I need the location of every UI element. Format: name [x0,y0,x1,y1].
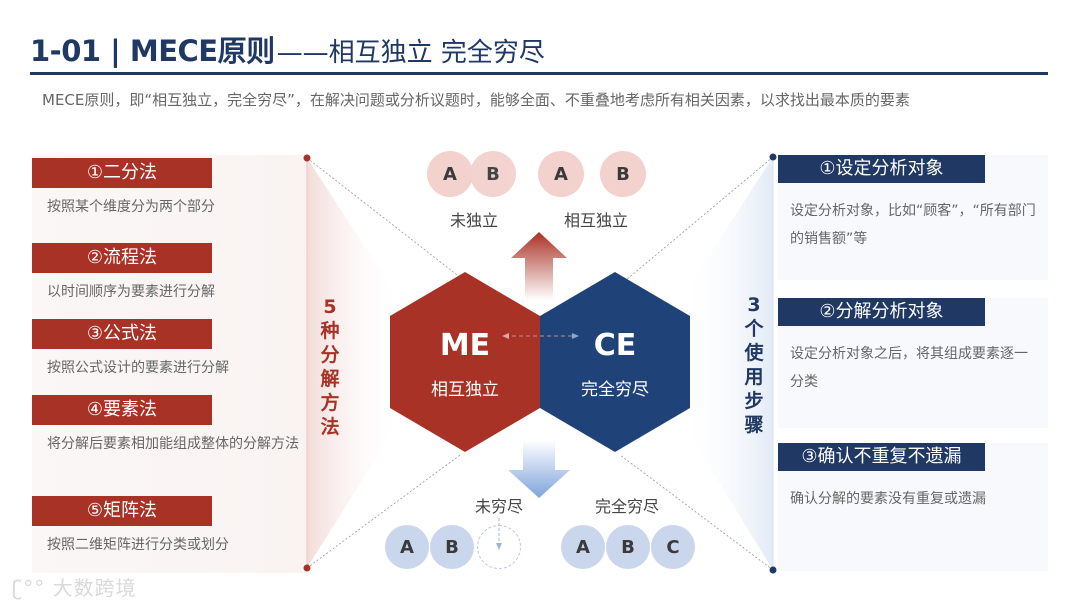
watermark: ʗ°° 大数跨境 [12,572,137,601]
circle-a: A [427,151,473,197]
title-main: 1-01 | MECE原则 [30,34,275,68]
dot-marker [303,154,311,162]
left-wedge [307,158,400,568]
dotted-connectors [306,156,774,571]
circle-a: A [385,525,429,569]
method-desc: 将分解后要素相加能组成整体的分解方法 [47,436,299,452]
circle-b: B [606,525,650,569]
circle-b: B [430,525,474,569]
intro-text: MECE原则，即“相互独立，完全穷尽”，在解决问题或分析议题时，能够全面、不重叠… [42,91,910,109]
step-item: ①设定分析对象 设定分析对象，比如“顾客”，“所有部门的销售额”等 [778,155,1048,280]
dot-marker [769,566,777,574]
dot-marker [303,564,311,572]
title-divider [30,72,1048,75]
circle-a: A [561,525,605,569]
circle-a: A [538,151,584,197]
step-label: ③确认不重复不遗漏 [778,443,985,471]
step-item: ③确认不重复不遗漏 确认分解的要素没有重复或遗漏 [778,443,1048,571]
step-label: ①设定分析对象 [778,155,985,183]
method-desc: 按照二维矩阵进行分类或划分 [47,537,229,553]
watermark-text: 大数跨境 [52,576,137,600]
step-item: ②分解分析对象 设定分析对象之后，将其组成要素逐一分类 [778,298,1048,428]
ce-hexagon [540,272,690,452]
double-arrow-icon [502,333,579,339]
step-desc: 设定分析对象，比如“顾客”，“所有部门的销售额”等 [790,203,1036,247]
caption-not-exhaustive: 未穷尽 [474,497,523,516]
me-title: ME [439,328,491,363]
circle-b: B [600,151,646,197]
method-desc: 以时间顺序为要素进行分解 [47,284,215,300]
caption-independent: 相互独立 [563,211,628,230]
step-label: ②分解分析对象 [778,298,985,326]
caption-not-independent: 未独立 [449,211,498,230]
method-label: ⑤矩阵法 [32,496,212,526]
me-subtitle: 相互独立 [431,380,499,400]
missing-circle [477,525,521,569]
down-arrow-icon [508,440,570,498]
ce-title: CE [593,328,637,363]
method-label: ③公式法 [32,319,212,349]
method-desc: 按照某个维度分为两个部分 [47,199,215,215]
up-arrow-icon [511,232,567,300]
ce-subtitle: 完全穷尽 [581,380,649,400]
methods-panel: ①二分法 按照某个维度分为两个部分 ②流程法 以时间顺序为要素进行分解 ③公式法… [32,155,307,573]
right-wedge [680,157,773,570]
method-label: ①二分法 [32,158,212,188]
circle-c: C [651,525,695,569]
dot-marker [769,153,777,161]
page-title: 1-01 | MECE原则 ——相互独立 完全穷尽 [30,28,545,68]
method-label: ②流程法 [32,243,212,273]
method-desc: 按照公式设计的要素进行分解 [47,360,229,376]
caption-exhaustive: 完全穷尽 [594,497,659,516]
watermark-logo-icon: ʗ°° [12,576,46,600]
me-hexagon [390,272,540,452]
method-label: ④要素法 [32,395,212,425]
title-sub: ——相互独立 完全穷尽 [276,38,545,68]
step-desc: 设定分析对象之后，将其组成要素逐一分类 [790,346,1028,390]
circle-b: B [470,151,516,197]
step-desc: 确认分解的要素没有重复或遗漏 [790,491,986,507]
